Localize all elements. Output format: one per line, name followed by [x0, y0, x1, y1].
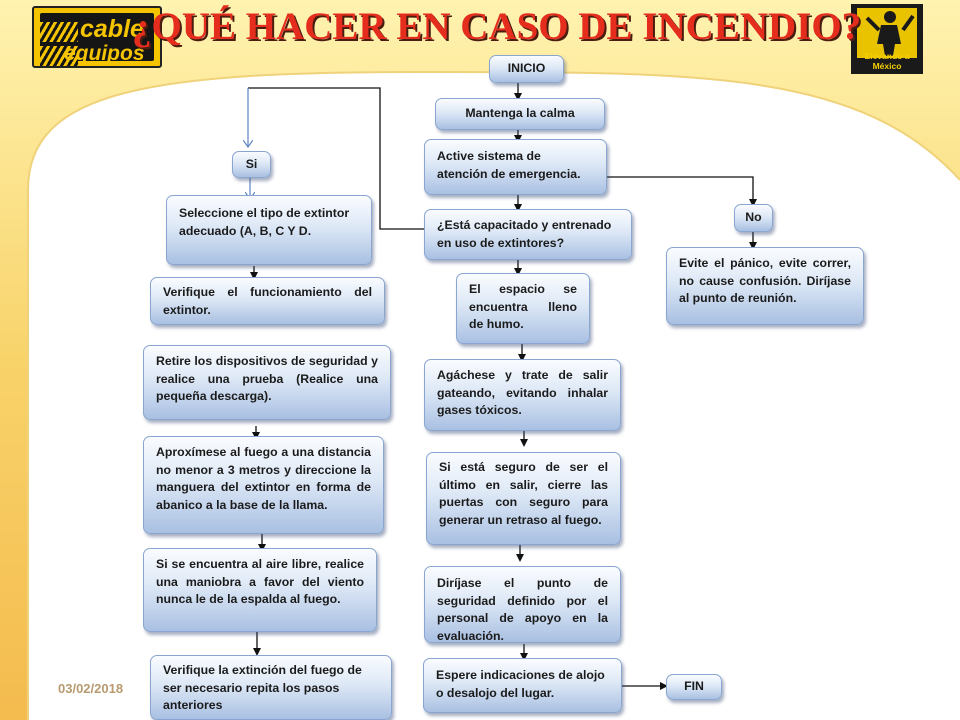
page-title: ¿QUÉ HACER EN CASO DE INCENDIO?	[132, 5, 862, 48]
node-ultimo-en-salir: Si está seguro de ser el último en salir…	[426, 452, 621, 545]
node-fin: FIN	[666, 674, 722, 700]
slide-date: 03/02/2018	[58, 681, 124, 696]
node-verifique-funcionamiento: Verifique el funcionamiento del extintor…	[150, 277, 385, 325]
node-agachese: Agáchese y trate de salir gateando, evit…	[424, 359, 621, 431]
node-evite-panico: Evite el pánico, evite correr, no cause …	[666, 247, 864, 325]
logo-stripes-top	[40, 22, 78, 42]
elevando-a-mexico-logo: Elevando a México	[851, 4, 923, 74]
node-verifique-extincion: Verifique la extinción del fuego de ser …	[150, 655, 392, 720]
cable-equipos-logo: cable equipos	[32, 6, 162, 68]
logo-caption: Elevando a México	[864, 51, 910, 71]
node-espere-indicaciones: Espere indicaciones de alojo o desalojo …	[423, 658, 622, 713]
node-no: No	[734, 204, 773, 232]
node-retire-dispositivos: Retire los dispositivos de seguridad y r…	[143, 345, 391, 420]
node-mantenga-calma: Mantenga la calma	[435, 98, 605, 130]
worker-figure-icon	[857, 8, 917, 58]
node-inicio: INICIO	[489, 55, 564, 83]
node-dirijase-seguridad: Diríjase el punto de seguridad definido …	[424, 566, 621, 643]
node-capacitado-pregunta: ¿Está capacitado y entrenado en uso de e…	[424, 209, 632, 260]
node-seleccione-extintor: Seleccione el tipo de extintor adecuado …	[166, 195, 372, 265]
logo-text-equipos: equipos	[64, 42, 145, 65]
logo-stripes-bottom	[40, 46, 78, 66]
node-aproximese: Aproxímese al fuego a una distancia no m…	[143, 436, 384, 534]
node-si: Si	[232, 151, 271, 178]
node-aire-libre: Si se encuentra al aire libre, realice u…	[143, 548, 377, 632]
node-espacio-humo: El espacio se encuentra lleno de humo.	[456, 273, 590, 344]
logo-text-cable: cable	[80, 15, 144, 43]
node-active-sistema: Active sistema de atención de emergencia…	[424, 139, 607, 195]
